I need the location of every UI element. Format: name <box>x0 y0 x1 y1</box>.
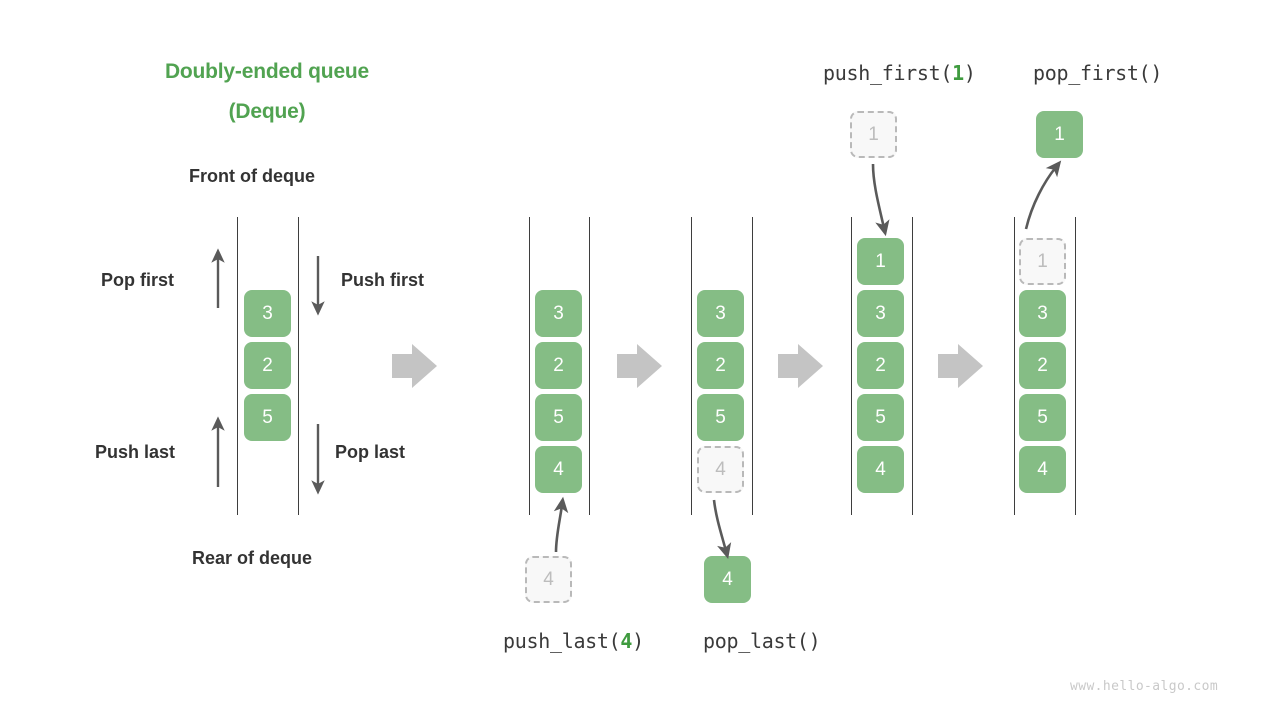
arrow-pop-last-motion <box>712 499 732 560</box>
label-push-last: Push last <box>95 442 176 462</box>
deque-node-ghost: 4 <box>697 446 744 493</box>
deque-rail-right <box>1075 217 1077 515</box>
deque-rail-right <box>589 217 591 515</box>
deque-node: 4 <box>535 446 582 493</box>
op-push-last-arg: 4 <box>620 629 633 653</box>
deque-rail-left <box>1014 217 1016 515</box>
op-pop-first-name: pop_first() <box>1033 61 1163 85</box>
label-front-of-deque: Front of deque <box>189 166 315 186</box>
op-push-last-close: ) <box>632 629 644 653</box>
op-label-pop-last: pop_last() <box>703 629 821 653</box>
page-title-line2: (Deque) <box>228 100 306 123</box>
deque-rail-left <box>691 217 693 515</box>
deque-node: 2 <box>244 342 291 389</box>
arrow-push-first-motion <box>871 163 890 237</box>
deque-rail-right <box>752 217 754 515</box>
op-pop-last-name: pop_last() <box>703 629 821 653</box>
op-label-push-first: push_first(1) <box>823 61 976 85</box>
op-push-first-arg: 1 <box>952 61 964 85</box>
op-label-push-last: push_last(4) <box>503 629 644 653</box>
deque-rail-left <box>237 217 239 515</box>
deque-node: 3 <box>244 290 291 337</box>
deque-rail-left <box>851 217 853 515</box>
floating-node-push-first-source: 1 <box>850 111 897 158</box>
label-pop-first: Pop first <box>101 270 175 290</box>
block-arrow-4 <box>938 344 983 388</box>
deque-node: 2 <box>535 342 582 389</box>
op-push-first-name: push_first( <box>823 61 953 85</box>
label-rear-of-deque: Rear of deque <box>192 548 313 568</box>
page-title-line1: Doubly-ended queue <box>164 60 370 83</box>
arrow-push-last-motion <box>553 496 569 553</box>
deque-node: 4 <box>857 446 904 493</box>
deque-node: 3 <box>697 290 744 337</box>
block-arrow-3 <box>778 344 823 388</box>
deque-node: 1 <box>857 238 904 285</box>
watermark: www.hello-algo.com <box>1070 679 1219 694</box>
floating-node-pop-first-result: 1 <box>1036 111 1083 158</box>
deque-node: 5 <box>244 394 291 441</box>
deque-rail-left <box>529 217 531 515</box>
deque-rail-right <box>912 217 914 515</box>
deque-node: 4 <box>1019 446 1066 493</box>
deque-node: 5 <box>857 394 904 441</box>
deque-node: 5 <box>697 394 744 441</box>
label-push-first: Push first <box>341 270 425 290</box>
deque-node-ghost: 1 <box>1019 238 1066 285</box>
label-pop-last: Pop last <box>335 442 406 462</box>
deque-node: 5 <box>535 394 582 441</box>
deque-node: 2 <box>697 342 744 389</box>
floating-node-push-last-source: 4 <box>525 556 572 603</box>
deque-node: 3 <box>857 290 904 337</box>
deque-node: 2 <box>1019 342 1066 389</box>
op-push-first-close: ) <box>963 61 976 85</box>
op-push-last-name: push_last( <box>503 629 621 653</box>
op-label-pop-first: pop_first() <box>1033 61 1162 85</box>
arrow-pop-first-motion <box>1024 160 1062 230</box>
block-arrow-1 <box>392 344 437 388</box>
floating-node-pop-last-result: 4 <box>704 556 751 603</box>
deque-node: 3 <box>535 290 582 337</box>
deque-rail-right <box>298 217 300 515</box>
deque-node: 5 <box>1019 394 1066 441</box>
deque-node: 3 <box>1019 290 1066 337</box>
block-arrow-2 <box>617 344 662 388</box>
deque-node: 2 <box>857 342 904 389</box>
